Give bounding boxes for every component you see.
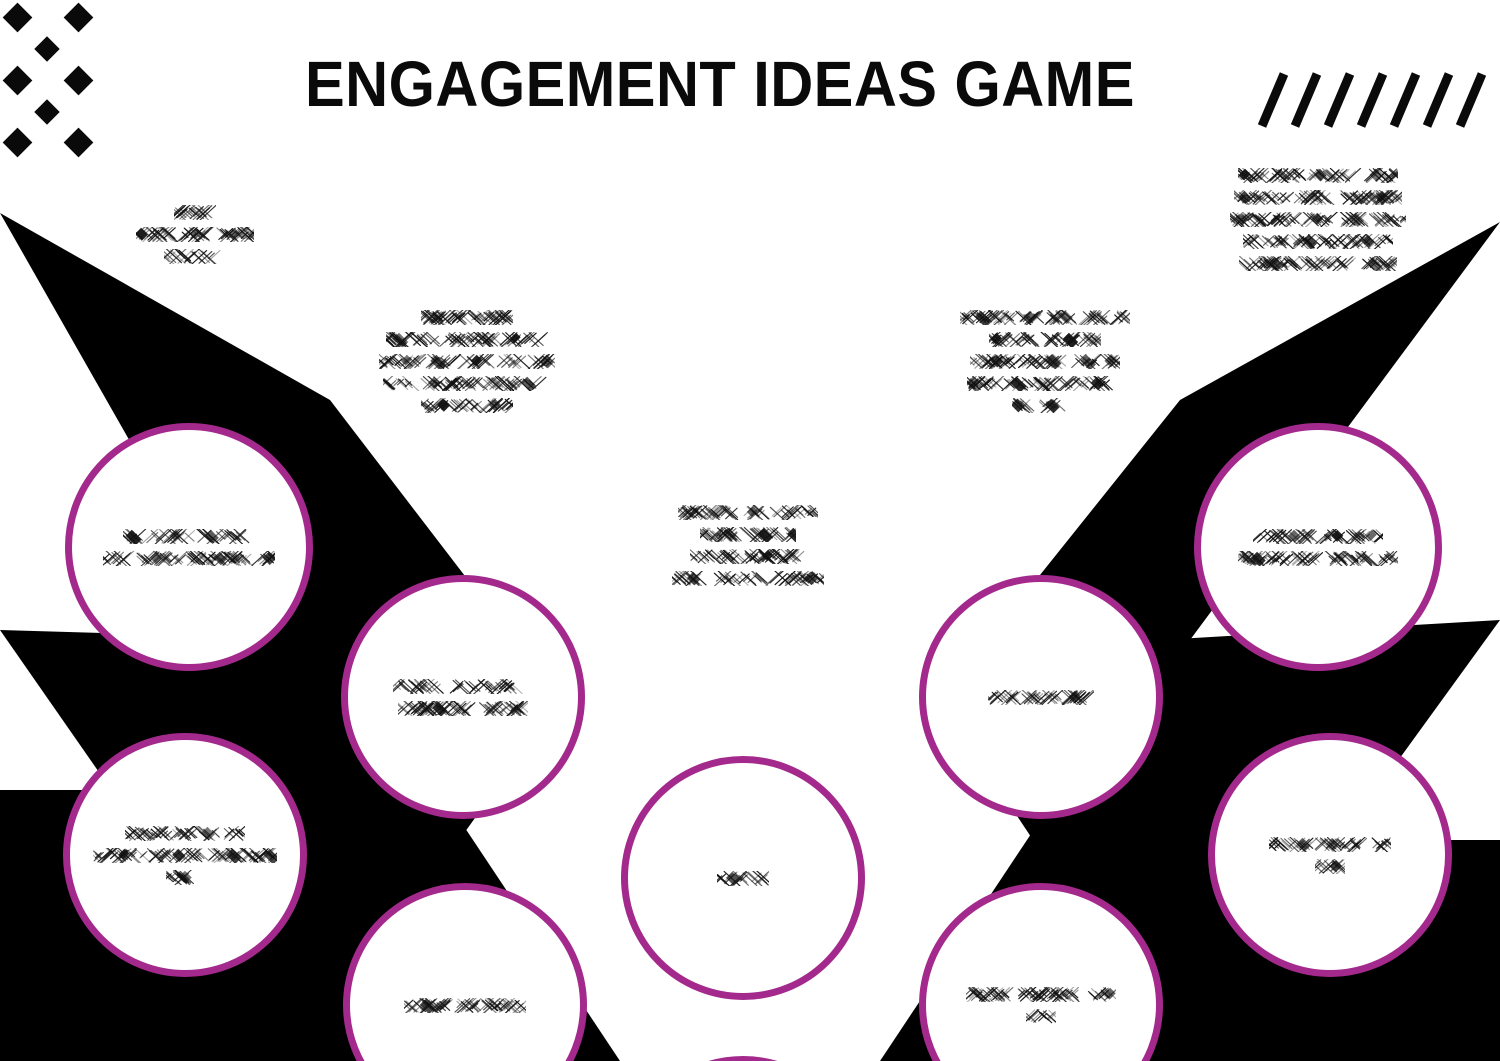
slash-decoration-group [1257, 72, 1487, 128]
idea-circle-mid-right[interactable] [919, 575, 1163, 819]
obfuscated-text-line [166, 869, 204, 885]
obfuscated-text-line [1253, 528, 1383, 544]
idea-circle-top-right-text [1238, 528, 1398, 566]
diamond-icon-set [2, 2, 94, 158]
obfuscated-text-line [93, 847, 277, 863]
idea-circle-top-right[interactable] [1194, 423, 1442, 671]
forward-slash-icon [1455, 72, 1487, 128]
idea-circle-bottom-right-inner-text [966, 986, 1116, 1024]
idea-circle-bottom-left-text [404, 997, 526, 1013]
diamond-decoration-group [2, 2, 94, 158]
diamond-icon [63, 65, 94, 96]
idea-circle-center-text [717, 870, 769, 886]
diamond-icon [2, 65, 33, 96]
obfuscated-text-line [1315, 858, 1345, 874]
obfuscated-text-line [988, 689, 1094, 705]
idea-circle-lower-left[interactable] [63, 733, 307, 977]
idea-circle-lower-right[interactable] [1208, 733, 1452, 977]
idea-circle-lower-right-text [1269, 836, 1391, 874]
forward-slash-icon [1323, 72, 1355, 128]
obfuscated-text-line [393, 678, 533, 694]
forward-slash-icon-set [1257, 72, 1487, 128]
diamond-icon [63, 127, 94, 158]
page-title: ENGAGEMENT IDEAS GAME [305, 48, 1135, 120]
forward-slash-icon [1257, 72, 1289, 128]
obfuscated-text-line [404, 997, 526, 1013]
obfuscated-text-line [125, 825, 245, 841]
idea-circle-mid-left-text [393, 678, 533, 716]
idea-circle-top-left[interactable] [65, 423, 313, 671]
forward-slash-icon [1422, 72, 1454, 128]
diamond-icon [34, 36, 60, 62]
obfuscated-text-line [123, 528, 255, 544]
forward-slash-icon [1290, 72, 1322, 128]
obfuscated-text-line [966, 986, 1116, 1002]
diamond-icon [34, 99, 60, 125]
idea-circle-mid-left[interactable] [341, 575, 585, 819]
forward-slash-icon [1389, 72, 1421, 128]
obfuscated-text-line [103, 550, 275, 566]
idea-circle-lower-left-text [93, 825, 277, 885]
obfuscated-text-line [1269, 836, 1391, 852]
idea-circle-mid-right-text [988, 689, 1094, 705]
diamond-icon [2, 2, 33, 33]
idea-circle-center[interactable] [621, 756, 865, 1000]
obfuscated-text-line [1238, 550, 1398, 566]
idea-circle-top-left-text [103, 528, 275, 566]
forward-slash-icon [1356, 72, 1388, 128]
diamond-icon [63, 2, 94, 33]
diamond-icon [2, 127, 33, 158]
obfuscated-text-line [398, 700, 528, 716]
obfuscated-text-line [1026, 1008, 1056, 1024]
obfuscated-text-line [717, 870, 769, 886]
